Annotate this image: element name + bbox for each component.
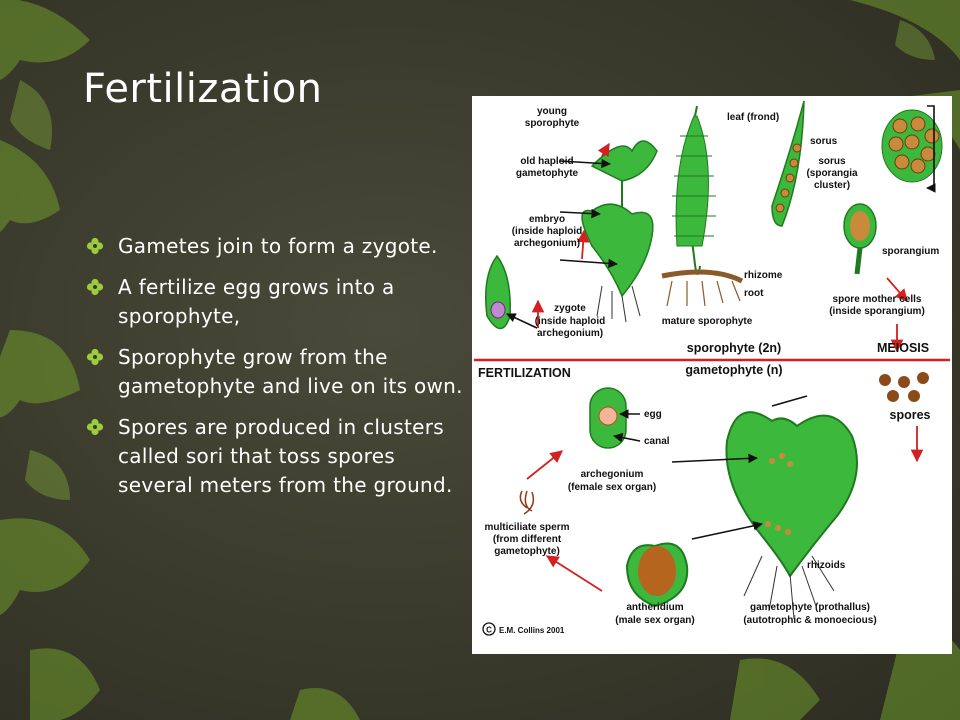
spores-illustration <box>879 372 929 402</box>
svg-text:zygote: zygote <box>554 303 586 314</box>
diagram-label-rhizome: rhizome <box>744 270 783 281</box>
svg-text:(inside haploid: (inside haploid <box>535 316 606 327</box>
diagram-label-zygote: zygote (inside haploid archegonium) <box>535 303 606 339</box>
svg-text:(sporangia: (sporangia <box>806 168 858 179</box>
diagram-label-spore-mother-cells: spore mother cells (inside sporangium) <box>829 294 925 317</box>
bullet-list: Gametes join to form a zygote. A fertili… <box>86 232 466 512</box>
fern-life-cycle-svg: young sporophyte leaf (frond) sorus old … <box>474 100 950 636</box>
svg-text:(autotrophic & monoecious): (autotrophic & monoecious) <box>743 615 876 626</box>
svg-text:E.M. Collins 2001: E.M. Collins 2001 <box>499 626 565 635</box>
gametophyte-prothallus-illustration <box>725 411 858 620</box>
svg-text:gametophyte): gametophyte) <box>494 546 560 557</box>
antheridium-illustration <box>625 542 689 608</box>
bullet-flower-icon <box>86 237 104 255</box>
diagram-label-gametophyte-prothallus: gametophyte (prothallus) (autotrophic & … <box>743 602 876 626</box>
svg-text:gametophyte: gametophyte <box>516 168 579 179</box>
diagram-label-spores: spores <box>890 408 931 422</box>
svg-text:(male sex organ): (male sex organ) <box>615 615 694 626</box>
diagram-label-antheridium: antheridium (male sex organ) <box>615 602 694 626</box>
sperm-illustration <box>519 490 535 515</box>
bullet-flower-icon <box>86 418 104 436</box>
bullet-item: Spores are produced in clusters called s… <box>86 413 466 500</box>
label-leader-lines <box>506 105 936 540</box>
diagram-label-archegonium: archegonium (female sex organ) <box>568 469 656 493</box>
bullet-flower-icon <box>86 348 104 366</box>
diagram-label-sporophyte-2n: sporophyte (2n) <box>687 341 781 355</box>
diagram-label-old-haploid-gametophyte: old haploid gametophyte <box>516 156 579 179</box>
diagram-label-egg: egg <box>644 409 662 420</box>
diagram-label-mature-sporophyte: mature sporophyte <box>662 316 753 327</box>
diagram-label-fertilization: FERTILIZATION <box>478 366 571 380</box>
sorus-cluster-illustration <box>881 109 943 183</box>
svg-text:C: C <box>486 626 492 635</box>
svg-text:(inside sporangium): (inside sporangium) <box>829 306 925 317</box>
svg-text:antheridium: antheridium <box>626 602 683 613</box>
diagram-label-sporangium: sporangium <box>882 246 939 257</box>
svg-text:old haploid: old haploid <box>520 156 573 167</box>
svg-text:young: young <box>537 106 567 117</box>
bullet-item: A fertilize egg grows into a sporophyte, <box>86 273 466 331</box>
svg-text:gametophyte (prothallus): gametophyte (prothallus) <box>750 602 870 613</box>
frond-pinna-with-sori <box>771 100 805 227</box>
diagram-label-rhizoids: rhizoids <box>807 560 846 571</box>
bullet-flower-icon <box>86 278 104 296</box>
svg-text:archegonium: archegonium <box>581 469 644 480</box>
bullet-text: A fertilize egg grows into a sporophyte, <box>118 275 395 328</box>
young-sporophyte-illustration <box>581 140 658 323</box>
zygote-archegonium-illustration <box>485 254 511 330</box>
sporangium-illustration <box>843 203 877 275</box>
bullet-text: Sporophyte grow from the gametophyte and… <box>118 345 463 398</box>
slide-title: Fertilization <box>83 66 323 112</box>
svg-text:(inside haploid: (inside haploid <box>512 226 583 237</box>
svg-text:spore mother cells: spore mother cells <box>833 294 922 305</box>
svg-text:sorus: sorus <box>818 156 846 167</box>
diagram-label-canal: canal <box>644 436 670 447</box>
svg-text:(female sex organ): (female sex organ) <box>568 482 656 493</box>
diagram-label-sorus-sporangia: sorus (sporangia cluster) <box>806 156 858 191</box>
svg-text:sporophyte: sporophyte <box>525 118 580 129</box>
archegonium-illustration <box>589 387 627 449</box>
svg-text:(from different: (from different <box>493 534 562 545</box>
bullet-text: Gametes join to form a zygote. <box>118 234 438 258</box>
diagram-label-leaf-frond: leaf (frond) <box>727 112 779 123</box>
svg-text:embryo: embryo <box>529 214 565 225</box>
diagram-label-meiosis: MEIOSIS <box>877 341 929 355</box>
diagram-label-sorus: sorus <box>810 136 838 147</box>
svg-text:cluster): cluster) <box>814 180 850 191</box>
fern-life-cycle-diagram: young sporophyte leaf (frond) sorus old … <box>472 96 952 654</box>
cycle-arrows <box>526 142 924 592</box>
mature-sporophyte-illustration <box>661 105 744 307</box>
bullet-item: Sporophyte grow from the gametophyte and… <box>86 343 466 401</box>
svg-text:archegonium): archegonium) <box>514 238 580 249</box>
diagram-label-root: root <box>744 288 764 299</box>
svg-text:archegonium): archegonium) <box>537 328 603 339</box>
diagram-label-gametophyte-n: gametophyte (n) <box>685 363 782 377</box>
bullet-item: Gametes join to form a zygote. <box>86 232 466 261</box>
diagram-copyright: C E.M. Collins 2001 <box>482 622 565 636</box>
diagram-label-multiciliate-sperm: multiciliate sperm (from different gamet… <box>484 522 569 557</box>
svg-text:multiciliate sperm: multiciliate sperm <box>484 522 569 533</box>
diagram-label-embryo: embryo (inside haploid archegonium) <box>512 214 583 249</box>
bullet-text: Spores are produced in clusters called s… <box>118 415 453 497</box>
diagram-label-young-sporophyte: young sporophyte <box>525 106 580 129</box>
